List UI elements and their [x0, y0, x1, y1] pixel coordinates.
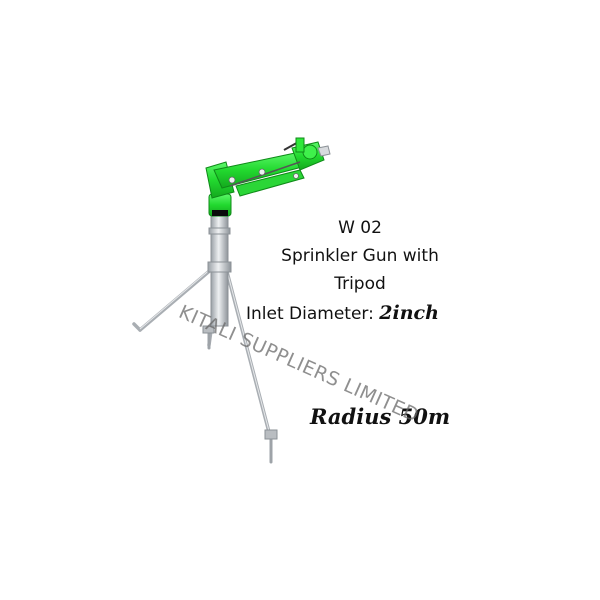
- sprinkler-gun-body: [205, 137, 331, 217]
- radius-spec: Radius 50m: [310, 404, 451, 429]
- inlet-diameter: Inlet Diameter: 2inch: [246, 302, 439, 324]
- model-code: W 02: [338, 218, 382, 238]
- inlet-value: 2inch: [379, 302, 439, 324]
- inlet-label: Inlet Diameter:: [246, 304, 374, 324]
- product-description-line1: Sprinkler Gun with: [281, 246, 439, 266]
- product-description-line2: Tripod: [334, 274, 386, 294]
